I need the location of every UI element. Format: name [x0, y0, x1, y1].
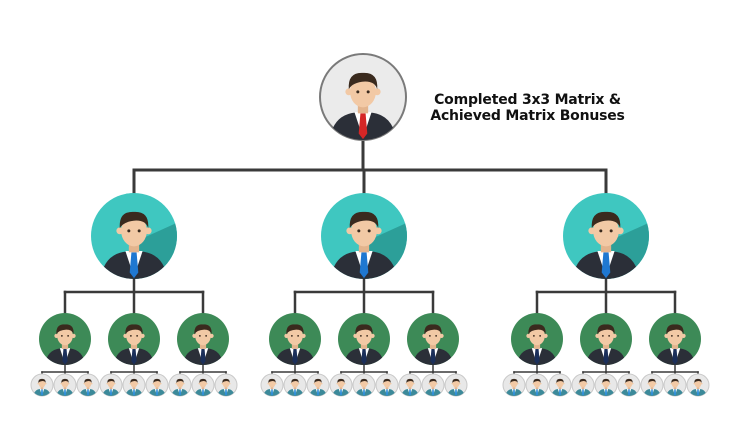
level1-member-3 — [563, 193, 649, 279]
level3-member-1-3-3 — [214, 373, 238, 397]
level3-member-2-1-3 — [306, 373, 330, 397]
level3-member-1-1-2 — [53, 373, 77, 397]
root-member-avatar — [319, 53, 407, 141]
level3-member-1-1-3 — [76, 373, 100, 397]
level3-member-2-1-2 — [283, 373, 307, 397]
level2-member-1-3 — [177, 313, 229, 365]
level3-member-2-3-2 — [421, 373, 445, 397]
level3-member-2-3-1 — [398, 373, 422, 397]
level1-member-2 — [321, 193, 407, 279]
level3-member-3-3-2 — [663, 373, 687, 397]
level3-member-3-2-1 — [571, 373, 595, 397]
level2-member-3-2 — [580, 313, 632, 365]
level2-member-2-1 — [269, 313, 321, 365]
level2-member-2-3 — [407, 313, 459, 365]
level3-member-1-1-1 — [30, 373, 54, 397]
level3-member-1-2-1 — [99, 373, 123, 397]
level1-member-1 — [91, 193, 177, 279]
level3-member-3-2-2 — [594, 373, 618, 397]
level2-member-3-1 — [511, 313, 563, 365]
level3-member-3-2-3 — [617, 373, 641, 397]
level3-member-1-2-3 — [145, 373, 169, 397]
level3-member-3-1-2 — [525, 373, 549, 397]
level2-member-3-3 — [649, 313, 701, 365]
level3-member-3-3-1 — [640, 373, 664, 397]
level3-member-2-1-1 — [260, 373, 284, 397]
matrix-caption: Completed 3x3 Matrix & Achieved Matrix B… — [420, 92, 635, 124]
level3-member-1-2-2 — [122, 373, 146, 397]
level3-member-1-3-1 — [168, 373, 192, 397]
level2-member-1-2 — [108, 313, 160, 365]
level2-member-2-2 — [338, 313, 390, 365]
level3-member-2-2-1 — [329, 373, 353, 397]
level3-member-2-3-3 — [444, 373, 468, 397]
level3-member-3-1-1 — [502, 373, 526, 397]
level3-member-2-2-3 — [375, 373, 399, 397]
level3-member-2-2-2 — [352, 373, 376, 397]
level2-member-1-1 — [39, 313, 91, 365]
level3-member-1-3-2 — [191, 373, 215, 397]
level3-member-3-3-3 — [686, 373, 710, 397]
caption-line-2: Achieved Matrix Bonuses — [430, 108, 625, 124]
caption-line-1: Completed 3x3 Matrix & — [434, 92, 621, 108]
level3-member-3-1-3 — [548, 373, 572, 397]
